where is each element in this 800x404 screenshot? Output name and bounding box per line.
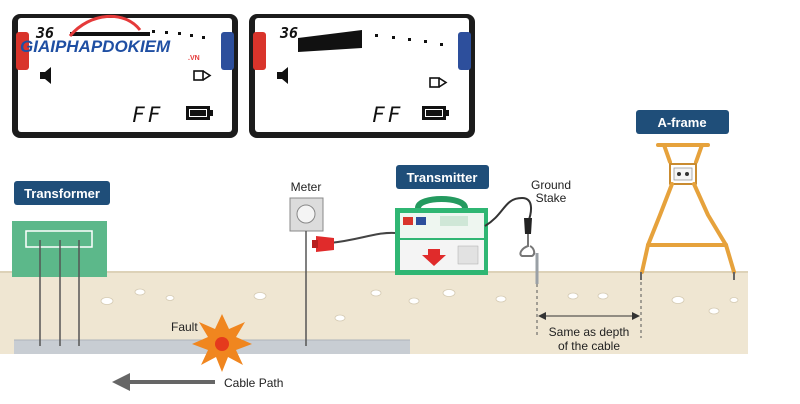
battery-icon [422, 106, 449, 120]
cable-path-arrow [112, 373, 215, 391]
a-frame-label: A-frame [657, 115, 706, 130]
antenna-mode-icon [429, 77, 448, 88]
cable-path-label: Cable Path [224, 376, 283, 390]
ground-stake-label-line2: Stake [536, 191, 567, 205]
signal-bar-graph [70, 30, 205, 39]
transmitter-tag: Transmitter [396, 165, 489, 189]
a-frame [640, 143, 736, 274]
depth-label-line1: Same as depth [549, 325, 630, 339]
fault-label: Fault [171, 320, 198, 334]
fault-spark-icon [192, 314, 252, 372]
blue-indicator-bar [221, 32, 234, 70]
ground-stake-label-line1: Ground [531, 178, 571, 192]
a-frame-control-panel [673, 167, 693, 181]
soil-pebbles [100, 288, 739, 322]
transformer-label: Transformer [24, 186, 100, 201]
meter: Meter [289, 180, 324, 346]
signal-bar-graph [298, 30, 443, 52]
antenna-mode-icon [193, 70, 212, 81]
lcd-display-1: 36 FF [12, 14, 238, 138]
lcd-mode: FF [372, 103, 403, 127]
blue-indicator-bar [458, 32, 471, 70]
speaker-icon [40, 67, 51, 84]
black-clamp [524, 218, 532, 234]
red-clamp [312, 236, 334, 252]
battery-icon [186, 106, 213, 120]
transmitter [395, 196, 488, 275]
watermark: GIAIPHAPDOKIEM .VN [20, 15, 200, 62]
depth-dimension [536, 276, 642, 338]
transformer [12, 221, 107, 346]
lcd-mode: FF [132, 103, 163, 127]
red-indicator-bar [16, 32, 29, 70]
lcd-reading: 36 [279, 24, 298, 42]
down-arrow-icon [422, 249, 446, 266]
watermark-text: GIAIPHAPDOKIEM [20, 37, 171, 56]
a-frame-tag: A-frame [636, 110, 729, 134]
transmitter-label: Transmitter [407, 170, 478, 185]
lcd-display-2: 36 FF [249, 14, 475, 138]
red-indicator-bar [253, 32, 266, 70]
meter-label: Meter [291, 180, 322, 194]
transformer-tag: Transformer [14, 181, 110, 205]
ground-stake: Ground Stake [519, 178, 571, 284]
speaker-icon [277, 67, 288, 84]
watermark-suffix: .VN [188, 55, 200, 62]
lcd-reading: 36 [35, 24, 54, 42]
depth-label-line2: of the cable [558, 339, 620, 353]
